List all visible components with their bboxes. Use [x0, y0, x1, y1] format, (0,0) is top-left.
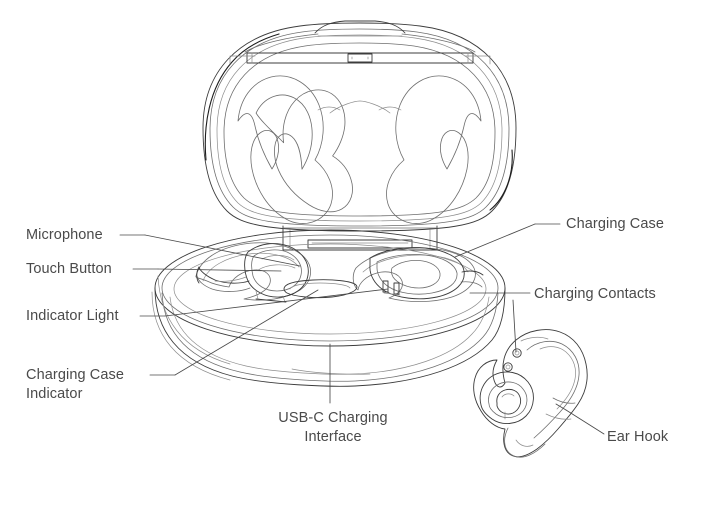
- leader-charging-case-2: [454, 223, 536, 258]
- right-earbud-in-case: [369, 247, 484, 300]
- label-ear-hook: Ear Hook: [607, 429, 669, 445]
- label-usb-c-charging-interface: USB-C Charging Interface: [278, 410, 388, 445]
- label-microphone: Microphone: [26, 227, 103, 243]
- charging-case-body: [151, 229, 506, 387]
- left-earbud-in-case: [196, 243, 309, 303]
- charging-contact-pins: [382, 280, 400, 295]
- charging-case-lid: [202, 20, 517, 232]
- label-touch-button: Touch Button: [26, 261, 112, 277]
- leader-case-indicator-2: [174, 289, 319, 376]
- leader-indicator-light-2: [164, 288, 389, 317]
- leader-ear-hook: [565, 409, 605, 435]
- leader-ear-hook-2: [555, 403, 567, 411]
- label-indicator-light: Indicator Light: [26, 308, 119, 324]
- earbud-contact-pins: [503, 348, 522, 372]
- label-charging-contacts: Charging Contacts: [534, 286, 656, 302]
- leader-lines: [119, 223, 605, 435]
- leader-touch-button-2: [157, 268, 282, 272]
- leader-microphone-2: [144, 234, 301, 267]
- detached-earbud-ear-hook: [473, 329, 588, 458]
- leader-charging-contacts-2: [512, 299, 517, 353]
- case-indicator-panel: [283, 279, 358, 299]
- label-charging-case-indicator: Charging Case Indicator: [26, 367, 125, 402]
- label-charging-case: Charging Case: [566, 216, 665, 232]
